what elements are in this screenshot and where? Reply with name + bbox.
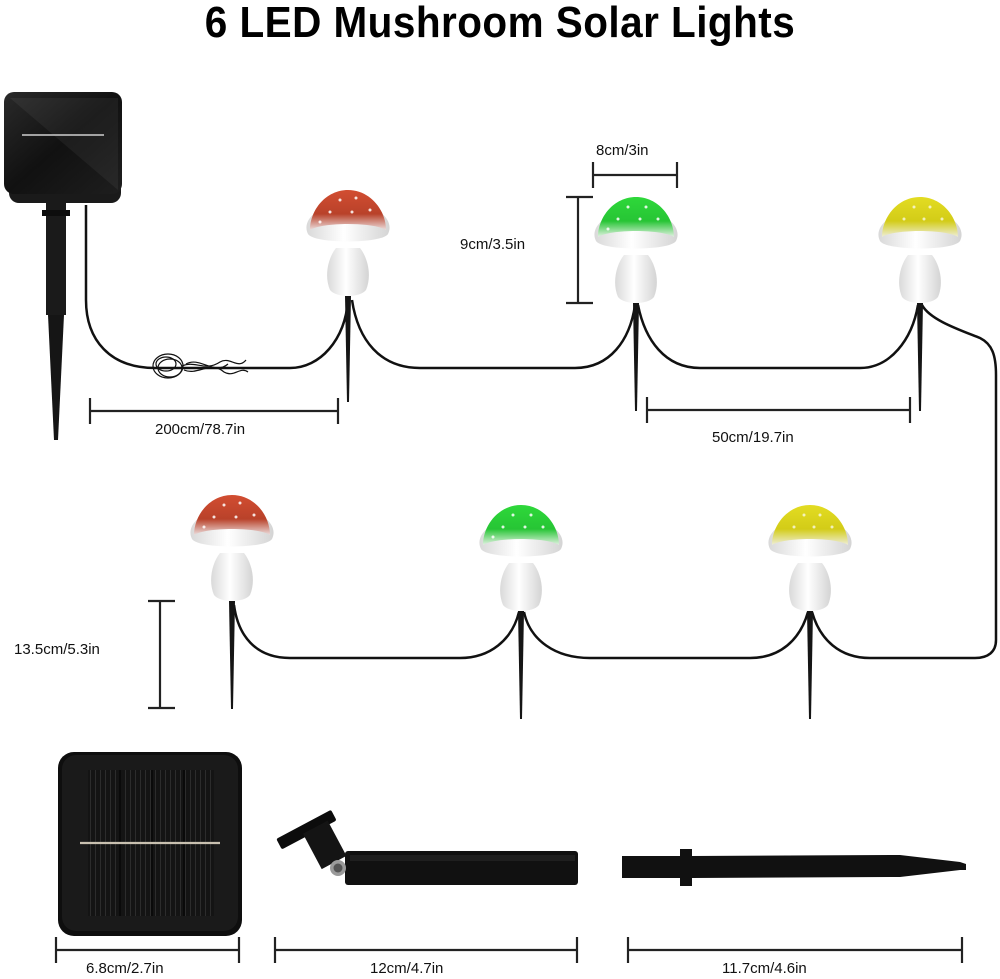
ground-stake-part: [622, 849, 966, 886]
mushroom-height-label: 9cm/3.5in: [460, 236, 526, 253]
mushroom-light-yellow-top: [878, 197, 962, 411]
solar-panel-assembly: [4, 92, 122, 440]
panel-stake-label: 12cm/4.7in: [370, 960, 444, 977]
mushroom-light-red-bottom: [190, 495, 274, 709]
spacing-label: 50cm/19.7in: [712, 429, 794, 446]
panel-stake-part: [276, 810, 578, 885]
coiled-wire-icon: [152, 353, 249, 379]
solar-panel-part: [58, 752, 242, 936]
mushroom-light-red-top: [306, 190, 390, 402]
wire: [84, 205, 998, 660]
light-stake-label: 11.7cm/4.6in: [722, 960, 807, 977]
page-title: 6 LED Mushroom Solar Lights: [204, 0, 796, 47]
dimension-lines: [54, 162, 964, 963]
lead-cable-label: 200cm/78.7in: [155, 421, 246, 438]
mushroom-light-yellow-bottom: [768, 505, 852, 719]
mushroom-light-green-top: [594, 197, 678, 411]
mushroom-light-green-bottom: [479, 505, 563, 719]
cap-width-label: 8cm/3in: [596, 142, 649, 159]
stake-height-label: 13.5cm/5.3in: [14, 641, 100, 658]
panel-width-label: 6.8cm/2.7in: [86, 960, 164, 977]
